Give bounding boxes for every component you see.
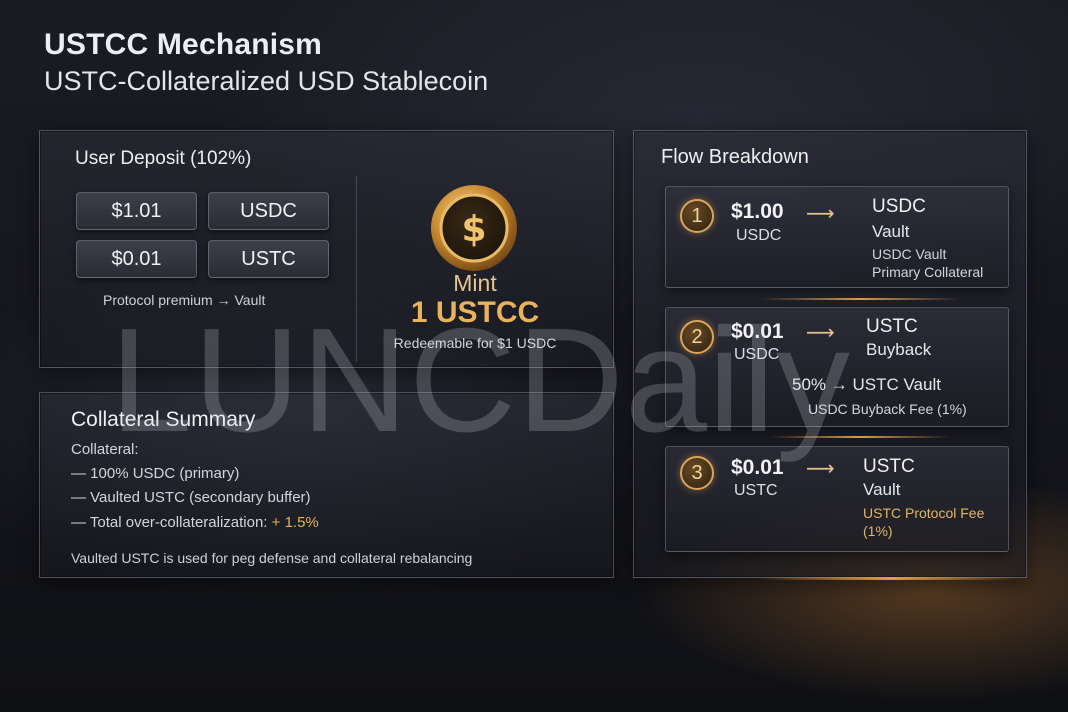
summary-line-total: — Total over-collateralization: + 1.5%: [71, 514, 319, 531]
step-destination: USDC: [872, 196, 926, 217]
summary-total-label: — Total over-collateralization:: [71, 514, 268, 531]
flow-step-2: [665, 307, 1009, 427]
step-destination: USTC: [866, 316, 918, 337]
step-destination: USTC: [863, 456, 915, 477]
flow-heading: Flow Breakdown: [661, 146, 809, 168]
deposit-amount-usdc: $1.01: [76, 192, 197, 230]
step-note: Primary Collateral: [872, 264, 984, 280]
svg-text:$: $: [461, 209, 486, 250]
step-destination-detail: Vault: [863, 480, 901, 499]
step-unit: USDC: [734, 346, 780, 363]
deposit-amount-ustc: $0.01: [76, 240, 197, 278]
summary-total-value: + 1.5%: [271, 514, 319, 531]
summary-label: Collateral:: [71, 441, 139, 458]
step-amount: $0.01: [731, 456, 784, 479]
arrow-right-icon: ⟶: [806, 458, 835, 480]
step-split: 50% → USTC Vault: [792, 375, 941, 394]
step-destination-detail: Vault: [872, 222, 910, 241]
summary-line-ustc: — Vaulted USTC (secondary buffer): [71, 489, 311, 506]
page-title: USTCC Mechanism: [44, 28, 323, 61]
deposit-token-ustc: USTC: [208, 240, 329, 278]
flow-step-1: [665, 186, 1009, 288]
arrow-right-icon: ⟶: [806, 203, 835, 225]
step-number-badge: 2: [680, 320, 714, 354]
mint-amount: 1 USTCC: [410, 296, 540, 329]
step-note: USDC Buyback Fee (1%): [808, 401, 967, 417]
deposit-token-usdc: USDC: [208, 192, 329, 230]
glow-divider: [760, 577, 1020, 580]
glow-divider: [770, 436, 950, 438]
summary-panel: [39, 392, 614, 578]
arrow-right-icon: ⟶: [806, 322, 835, 344]
summary-line-usdc: — 100% USDC (primary): [71, 465, 240, 482]
mint-label: Mint: [453, 270, 497, 296]
step-unit: USTC: [734, 482, 778, 499]
step-note: (1%): [863, 523, 893, 539]
step-number-badge: 3: [680, 456, 714, 490]
page-subtitle: USTC-Collateralized USD Stablecoin: [44, 66, 489, 96]
deposit-divider: [356, 176, 357, 362]
step-destination-detail: Buyback: [866, 340, 932, 359]
dollar-coin-icon: $: [429, 183, 519, 273]
step-amount: $1.00: [731, 200, 784, 223]
step-note: USDC Vault: [872, 246, 947, 262]
mint-redeem-note: Redeemable for $1 USDC: [393, 335, 557, 351]
summary-footnote: Vaulted USTC is used for peg defense and…: [71, 550, 473, 566]
step-unit: USDC: [736, 227, 782, 244]
summary-heading: Collateral Summary: [71, 408, 256, 431]
flow-step-3: [665, 446, 1009, 552]
step-amount: $0.01: [731, 320, 784, 343]
step-number-badge: 1: [680, 199, 714, 233]
deposit-note: Protocol premium → Vault: [103, 292, 266, 308]
glow-divider: [760, 298, 960, 300]
deposit-heading: User Deposit (102%): [75, 148, 252, 169]
step-note: USTC Protocol Fee: [863, 505, 985, 521]
